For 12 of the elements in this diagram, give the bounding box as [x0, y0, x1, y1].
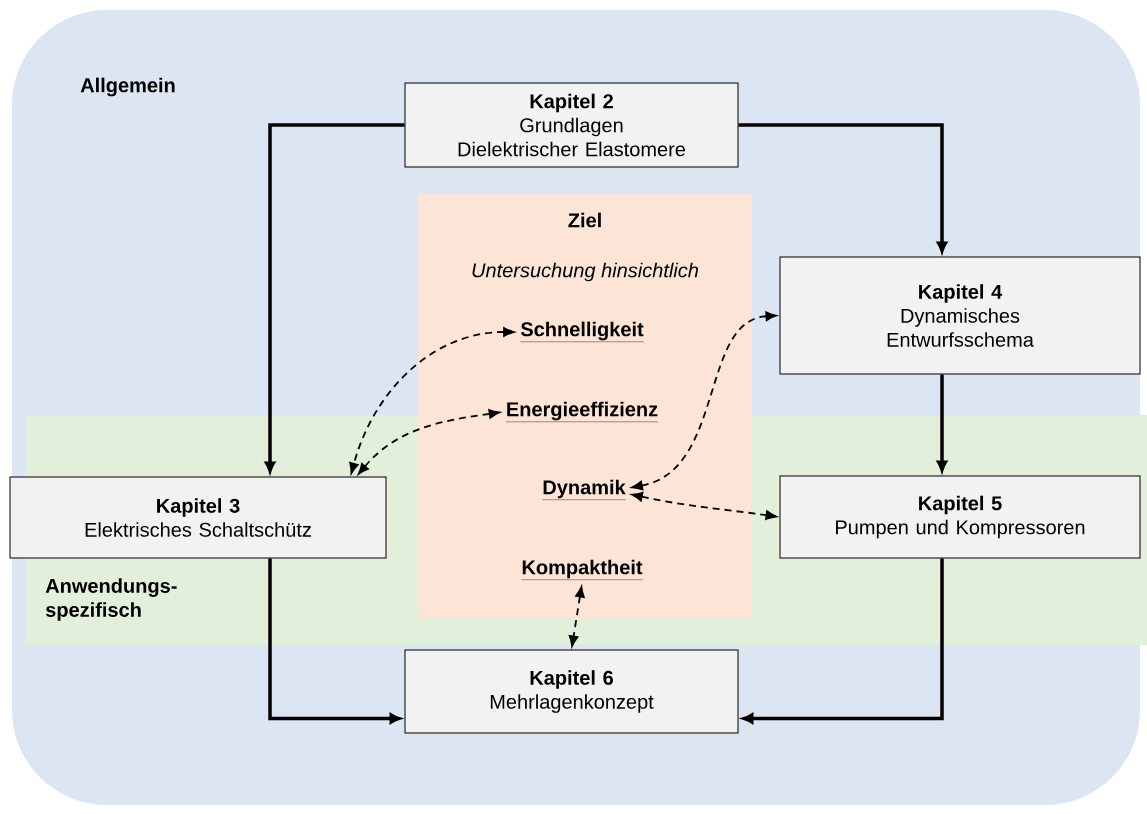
chapter-box: Kapitel 4 Dynamisches Entwurfsschema — [779, 256, 1141, 375]
arrow — [264, 123, 405, 473]
arrow — [738, 123, 948, 253]
criterion-label: Kompaktheit — [521, 559, 643, 580]
chapter-box: Kapitel 2 Grundlagen Dielektrischer Elastomere — [404, 82, 739, 168]
chapter-box: Kapitel 6 Mehrlagenkonzept — [404, 649, 739, 734]
chapter-box: Kapitel 5 Pumpen und Kompressoren — [779, 475, 1141, 559]
criterion-label: Dynamik — [542, 479, 626, 500]
dashed-arrow — [631, 492, 777, 520]
arrow — [936, 374, 948, 472]
chapter-box: Kapitel 3 Elektrisches Schaltschütz — [9, 476, 387, 559]
criterion-label: Schnelligkeit — [520, 321, 644, 342]
